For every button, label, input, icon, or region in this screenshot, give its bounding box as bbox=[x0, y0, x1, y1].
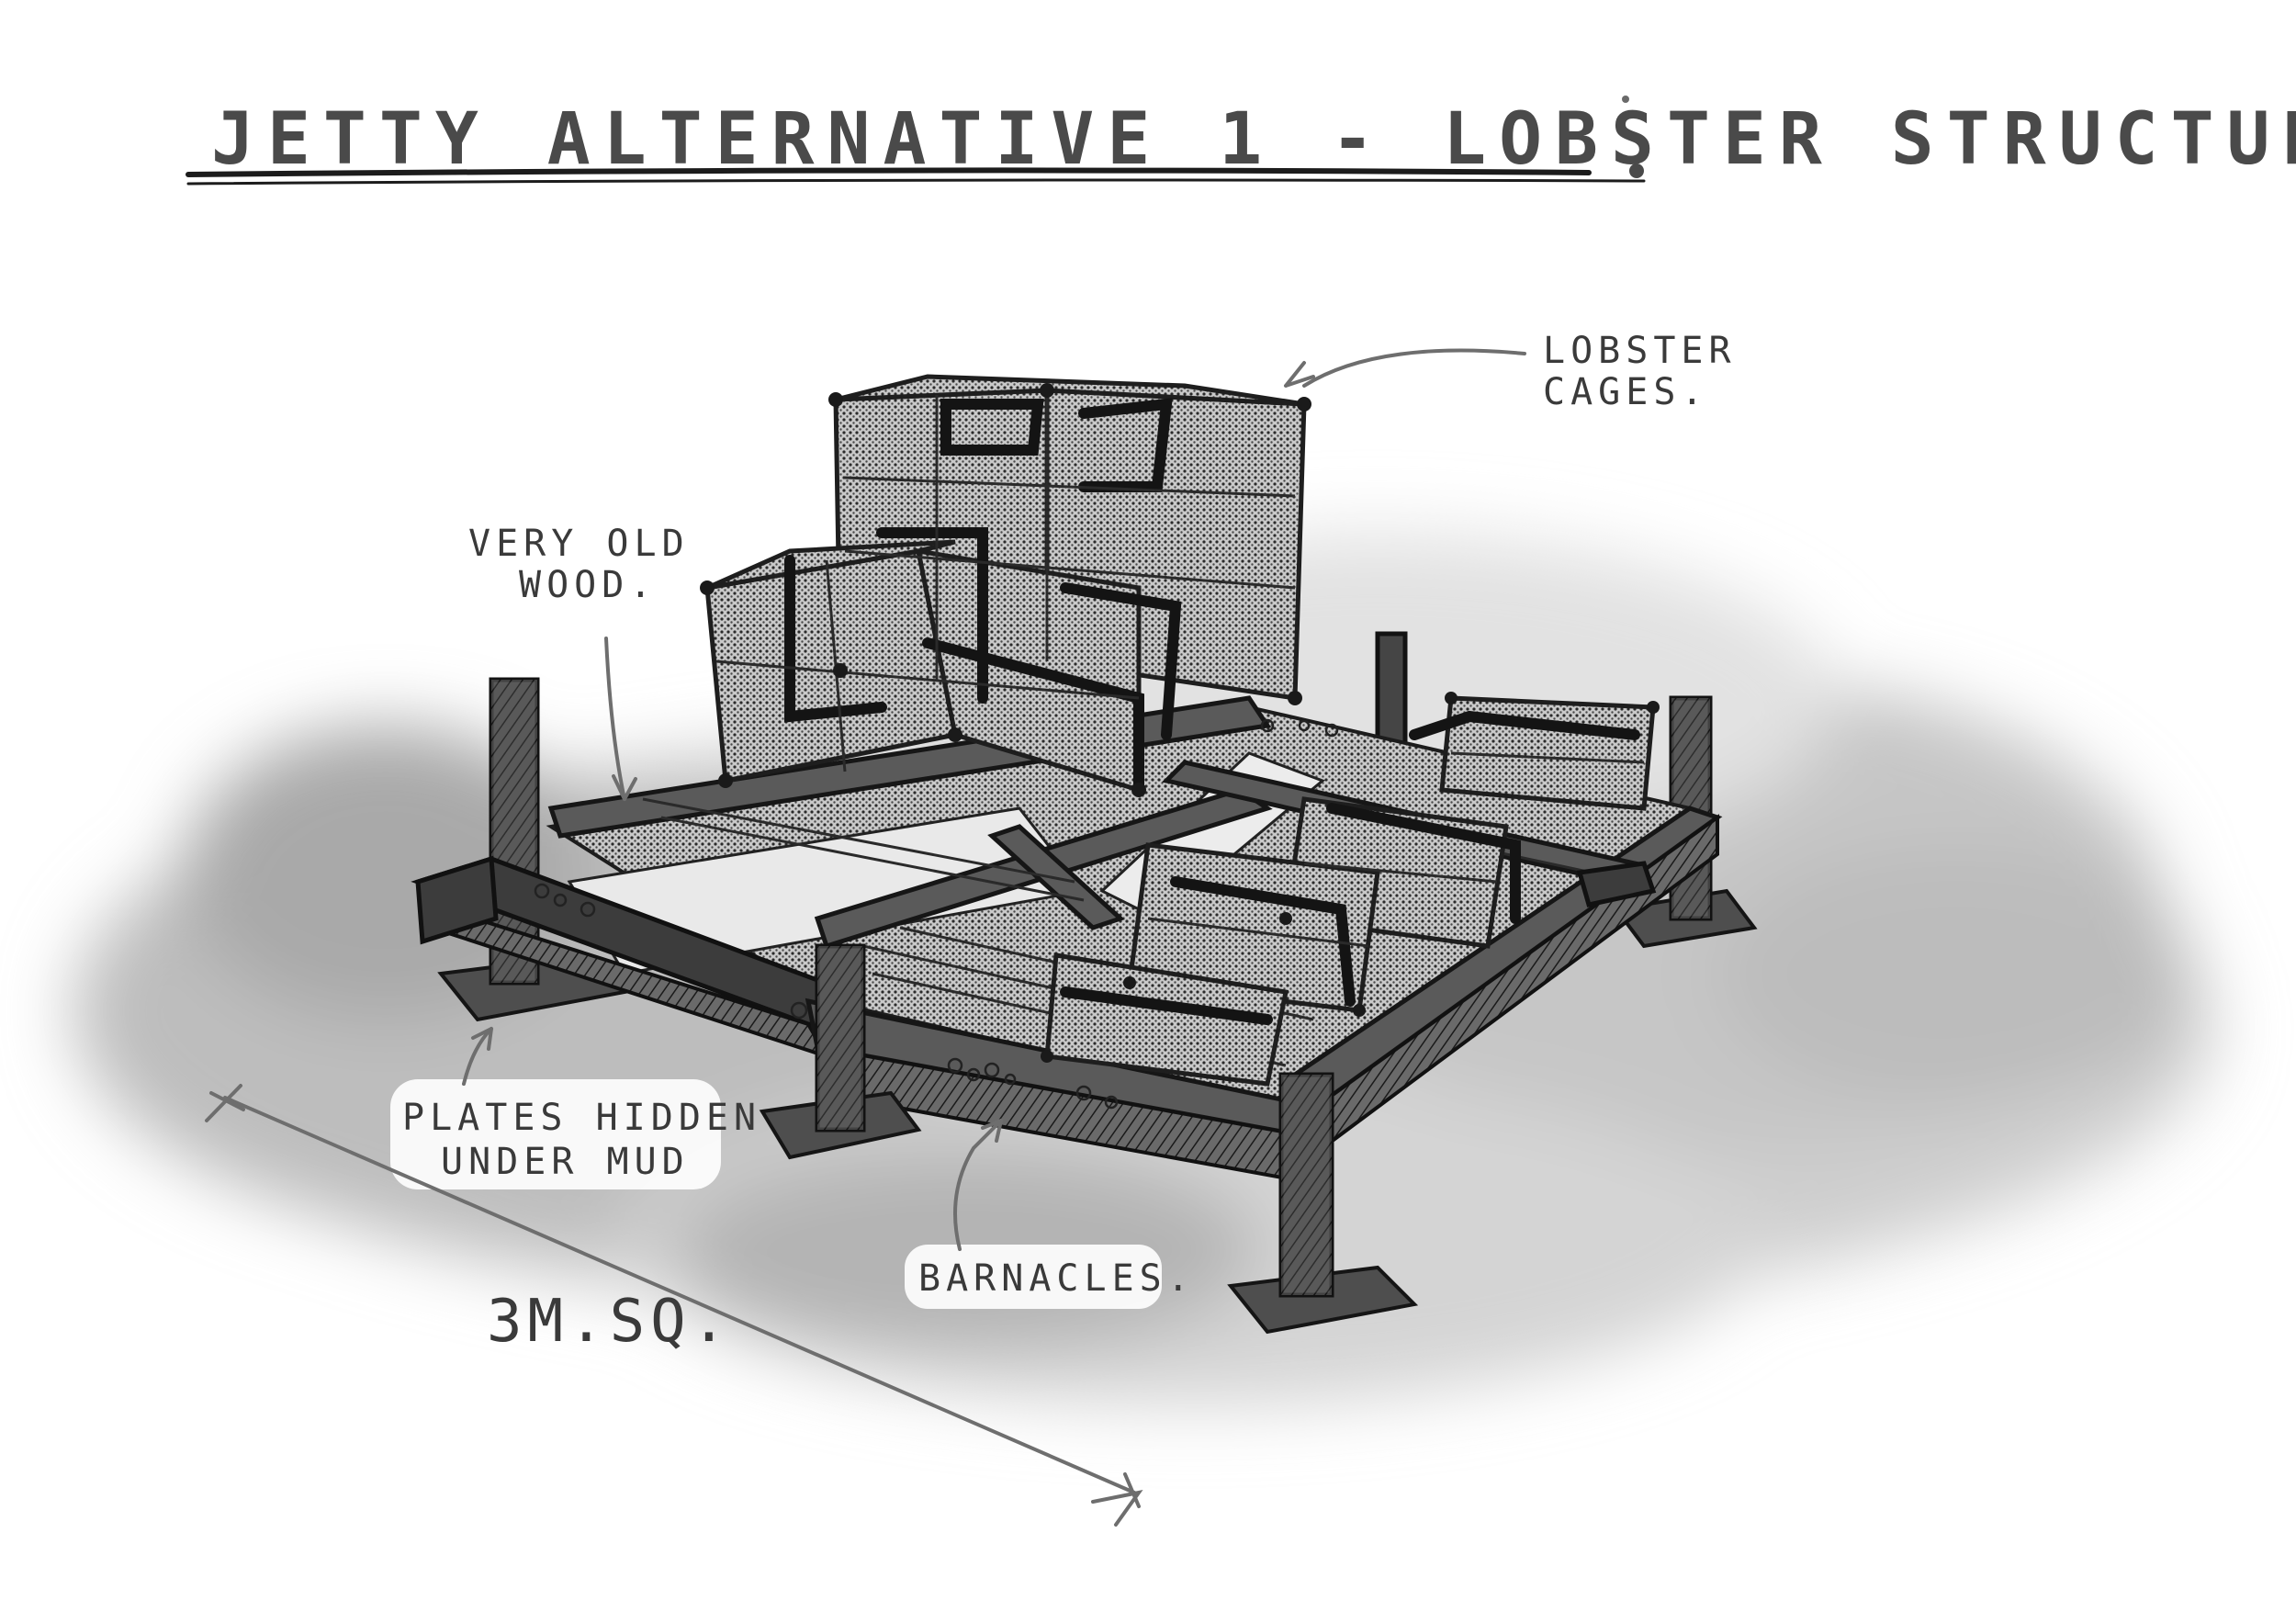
title-dot-small bbox=[1622, 96, 1629, 103]
annotation-lobster-cages: LOBSTER CAGES. bbox=[1284, 330, 1737, 413]
annotation-plates-hidden: PLATES HIDDEN UNDER MUD bbox=[390, 1027, 761, 1189]
wood-label-line2: WOOD. bbox=[519, 564, 657, 606]
cage-front bbox=[1044, 952, 1289, 1087]
title-dot bbox=[1629, 163, 1644, 178]
lobster-label-line2: CAGES. bbox=[1543, 371, 1709, 413]
annotation-barnacles: BARNACLES. bbox=[905, 1119, 1195, 1309]
post-far-back bbox=[1375, 631, 1408, 747]
title-underline bbox=[186, 167, 1592, 177]
plates-label-line2: UNDER MUD bbox=[441, 1141, 690, 1183]
title-block: JETTY ALTERNATIVE 1 - LOBSTER STRUCTURE bbox=[186, 96, 2296, 186]
beam-stub-right bbox=[1576, 861, 1657, 907]
page-title: JETTY ALTERNATIVE 1 - LOBSTER STRUCTURE bbox=[211, 98, 2296, 181]
wood-arrow bbox=[604, 637, 626, 801]
beam-stub-left bbox=[415, 855, 499, 945]
plates-label-bg bbox=[390, 1079, 721, 1189]
wood-label-line1: VERY OLD bbox=[468, 523, 690, 565]
barnacles-label: BARNACLES. bbox=[918, 1257, 1195, 1300]
dimension-label: 3M.SQ. bbox=[487, 1288, 732, 1356]
dimension-arrowhead-end bbox=[1091, 1472, 1143, 1527]
cage-mid-top bbox=[705, 539, 956, 591]
lobster-cages bbox=[700, 374, 1660, 1087]
lobster-arrow bbox=[1302, 348, 1526, 388]
cage-wires bbox=[715, 390, 1645, 948]
plates-label-line1: PLATES HIDDEN bbox=[402, 1097, 761, 1139]
lobster-label-line1: LOBSTER bbox=[1543, 330, 1737, 372]
title-underline-2 bbox=[186, 178, 1646, 186]
barnacle-texture bbox=[534, 718, 1339, 1110]
front-posts bbox=[759, 943, 1419, 1335]
dimension-line bbox=[223, 1096, 1136, 1494]
cage-rivets bbox=[700, 383, 1660, 1063]
barnacles-arrow bbox=[953, 1119, 1003, 1251]
barnacles-label-bg bbox=[905, 1245, 1162, 1309]
annotation-very-old-wood: VERY OLD WOOD. bbox=[468, 523, 690, 801]
annotation-dimension: 3M.SQ. bbox=[205, 1084, 1143, 1527]
dimension-tick-start bbox=[205, 1084, 245, 1122]
cage-back-top bbox=[835, 374, 1305, 407]
